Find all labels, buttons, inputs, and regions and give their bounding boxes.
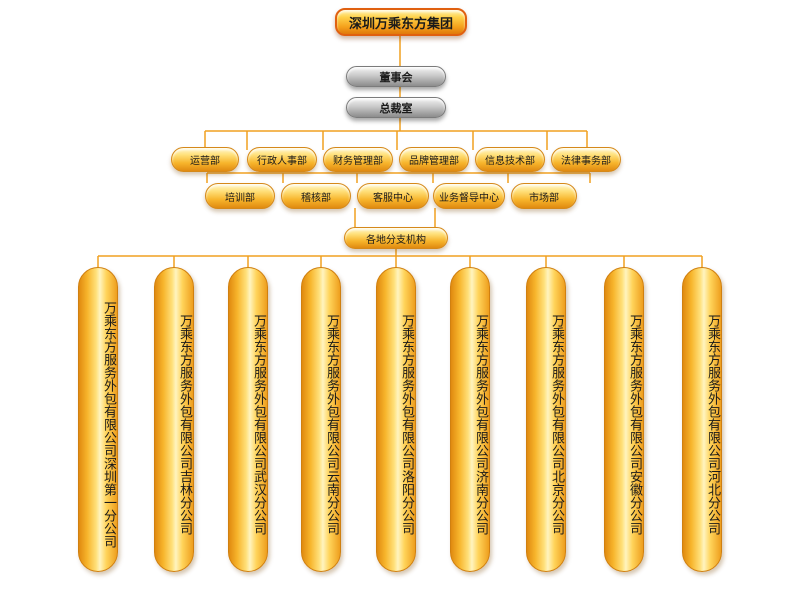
dept-marketing: 市场部 xyxy=(511,183,577,209)
board-node: 董事会 xyxy=(346,66,446,87)
dept-it: 信息技术部 xyxy=(475,147,545,172)
dept-operations: 运营部 xyxy=(171,147,239,172)
branch-beijing: 万乘东方服务外包有限公司北京分公司 xyxy=(526,267,566,572)
branch-yunnan: 万乘东方服务外包有限公司云南分公司 xyxy=(301,267,341,572)
dept-business-supervision: 业务督导中心 xyxy=(433,183,505,209)
branch-hebei: 万乘东方服务外包有限公司河北分公司 xyxy=(682,267,722,572)
dept-training: 培训部 xyxy=(205,183,275,209)
dept-admin-hr: 行政人事部 xyxy=(247,147,317,172)
branch-group-node: 各地分支机构 xyxy=(344,227,448,249)
dept-audit: 稽核部 xyxy=(281,183,351,209)
branch-luoyang: 万乘东方服务外包有限公司洛阳分公司 xyxy=(376,267,416,572)
branch-anhui: 万乘东方服务外包有限公司安徽分公司 xyxy=(604,267,644,572)
dept-brand: 品牌管理部 xyxy=(399,147,469,172)
office-node: 总裁室 xyxy=(346,97,446,118)
dept-customer-service: 客服中心 xyxy=(357,183,429,209)
dept-finance: 财务管理部 xyxy=(323,147,393,172)
dept-legal: 法律事务部 xyxy=(551,147,621,172)
branch-wuhan: 万乘东方服务外包有限公司武汉分公司 xyxy=(228,267,268,572)
root-node: 深圳万乘东方集团 xyxy=(335,8,467,36)
branch-jinan: 万乘东方服务外包有限公司济南分公司 xyxy=(450,267,490,572)
branch-shenzhen: 万乘东方服务外包有限公司深圳第一分公司 xyxy=(78,267,118,572)
branch-jilin: 万乘东方服务外包有限公司吉林分公司 xyxy=(154,267,194,572)
